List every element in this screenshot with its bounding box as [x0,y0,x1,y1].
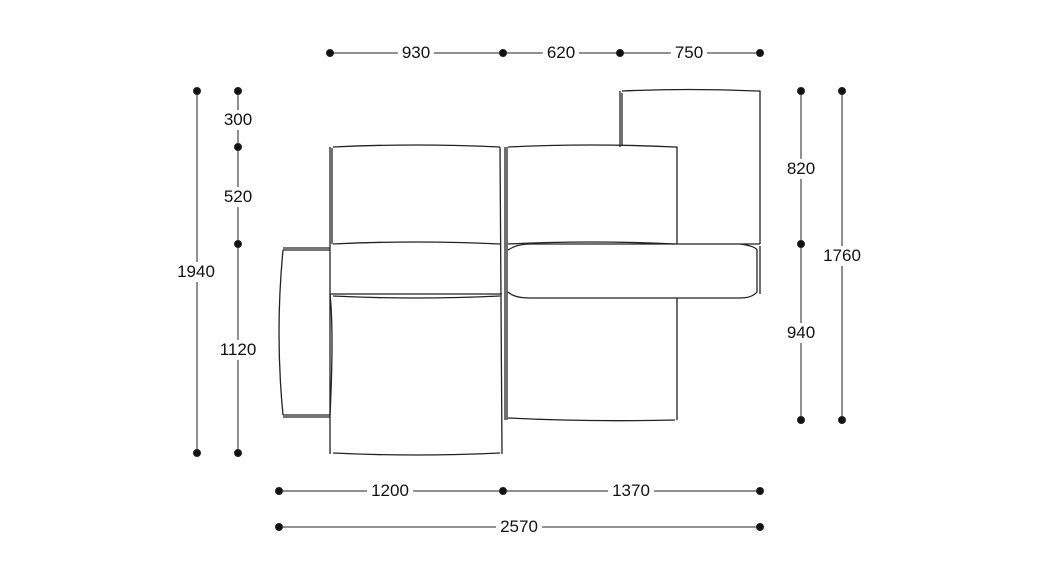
dim-left-total: 1940 [173,262,219,282]
dim-right-940: 940 [782,323,820,343]
dim-left-300: 300 [219,110,257,130]
dimension-lines [193,49,846,531]
sofa-outline [278,88,761,456]
module-middle-seat [504,144,678,422]
dim-top-930: 930 [397,43,435,63]
dim-bottom-1200: 1200 [367,481,413,501]
dim-right-820: 820 [782,159,820,179]
dim-right-total: 1760 [819,246,865,266]
dim-bottom-1370: 1370 [608,481,654,501]
dim-total-width: 2570 [496,517,542,537]
dim-left-520: 520 [219,187,257,207]
dim-top-620: 620 [542,43,580,63]
dim-left-1120: 1120 [215,340,261,360]
armrest-left [278,247,333,418]
seat-band [507,243,761,299]
module-chaise-top [619,88,761,244]
dim-top-750: 750 [670,43,708,63]
module-left-seat [329,144,503,456]
